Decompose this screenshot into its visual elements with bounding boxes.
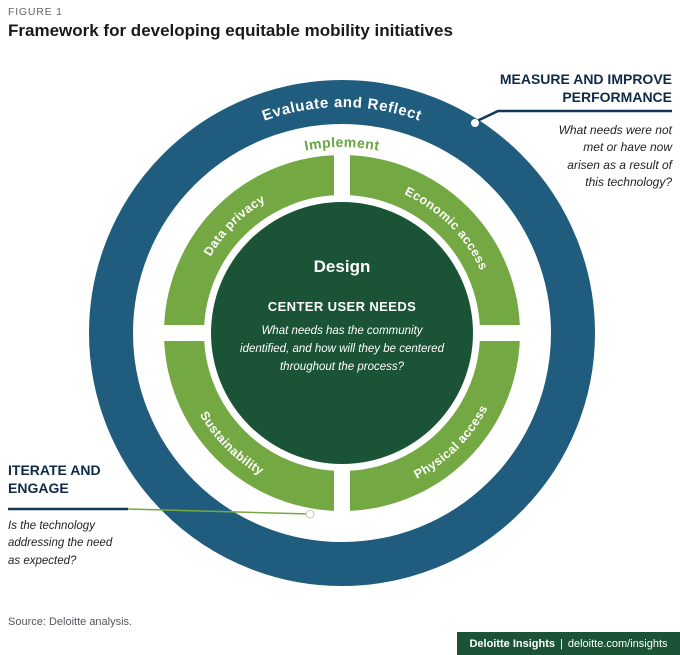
center-description-line: throughout the process?: [279, 360, 405, 373]
measure-improve-description: What needs were not met or have now aris…: [547, 122, 672, 192]
framework-diagram: Evaluate and Reflect Implement Data priv…: [89, 80, 595, 586]
center-content: Design CENTER USER NEEDS What needs has …: [227, 257, 457, 376]
figure-label: FIGURE 1: [8, 6, 63, 18]
ring-gap-left: [160, 325, 208, 341]
source-note: Source: Deloitte analysis.: [8, 616, 133, 628]
iterate-description-line: as expected?: [8, 554, 77, 567]
center-description-line: identified, and how will they be centere…: [240, 342, 444, 355]
iterate-description-line: addressing the need: [8, 537, 113, 550]
center-title: Design: [313, 257, 371, 276]
center-description-line: What needs has the community: [261, 325, 423, 337]
iterate-description-line: Is the technology: [8, 520, 95, 532]
footer-bar: Deloitte Insights | deloitte.com/insight…: [457, 632, 680, 655]
measure-description-line: arisen as a result of: [567, 157, 672, 172]
footer-separator: |: [560, 637, 563, 650]
measure-description-line: this technology?: [585, 175, 672, 190]
ring-gap-top: [334, 151, 350, 199]
footer-brand: Deloitte Insights: [469, 637, 556, 650]
inner-circle: [211, 202, 473, 464]
center-subtitle: CENTER USER NEEDS: [267, 299, 417, 314]
page-title: Framework for developing equitable mobil…: [8, 21, 453, 40]
iterate-engage-heading: ITERATE AND ENGAGE: [8, 462, 101, 497]
measure-improve-heading: MEASURE AND IMPROVE PERFORMANCE: [499, 71, 672, 106]
ring-gap-bottom: [334, 467, 350, 515]
iterate-engage-description: Is the technology addressing the need as…: [8, 518, 143, 570]
green-ring-gaps: [160, 151, 524, 515]
outer-ring: [89, 80, 595, 586]
implement-text: Implement: [303, 134, 381, 154]
measure-description-line: What needs were not: [558, 123, 672, 137]
center-description: What needs has the community identified,…: [227, 323, 457, 376]
measure-description-line: met or have now: [583, 140, 672, 155]
implement-label: Implement: [303, 134, 381, 154]
footer-link: deloitte.com/insights: [567, 637, 668, 650]
ring-gap-right: [476, 325, 524, 341]
